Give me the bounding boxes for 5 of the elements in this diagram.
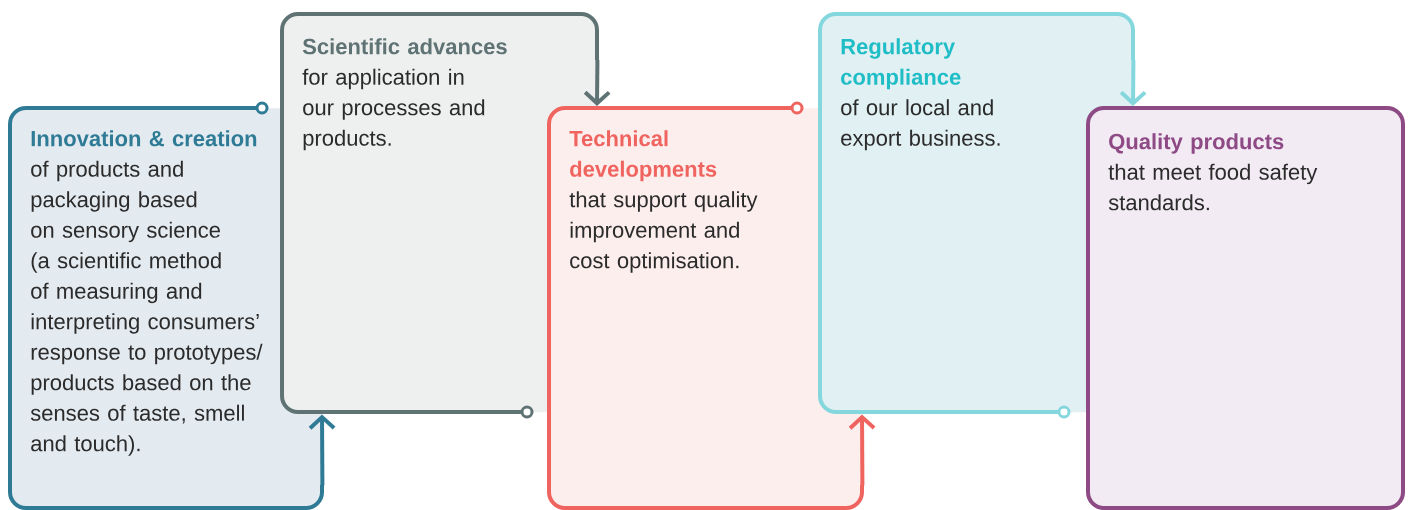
process-box: Quality products that meet food safety standards. (1086, 106, 1405, 510)
arrow (308, 414, 336, 486)
arrow (848, 414, 876, 486)
arrow (583, 59, 611, 106)
arrow (1119, 59, 1147, 106)
